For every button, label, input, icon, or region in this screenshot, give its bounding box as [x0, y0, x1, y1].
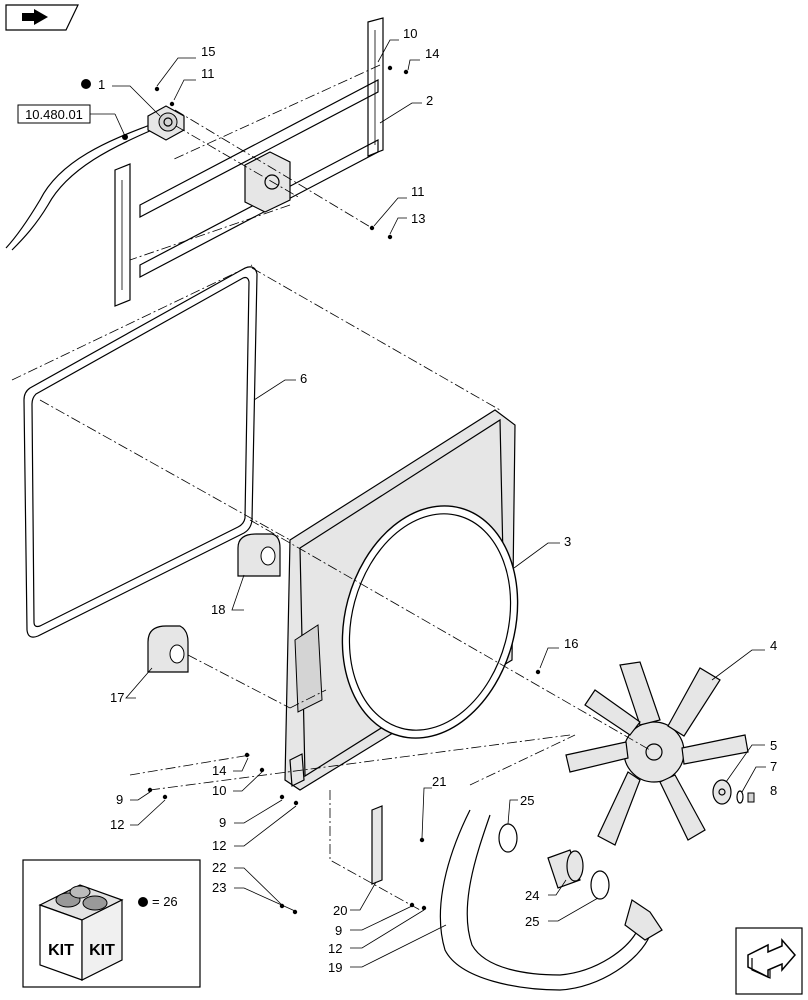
kit-box-icon: KIT KIT — [38, 884, 124, 981]
alignment-lines — [11, 64, 651, 911]
reference-box[interactable]: 10.480.01 — [17, 104, 91, 124]
part-19-hose[interactable] — [439, 809, 663, 991]
part-7-washer[interactable] — [736, 790, 744, 804]
callout-14-left: 14 — [212, 763, 226, 778]
callout-18: 18 — [211, 602, 225, 617]
callout-12-left: 12 — [110, 817, 124, 832]
callout-10-left: 10 — [212, 783, 226, 798]
next-page-arrow-icon[interactable] — [735, 927, 803, 995]
callout-25-top: 25 — [520, 793, 534, 808]
callout-21: 21 — [432, 774, 446, 789]
callout-11-mid: 11 — [411, 184, 425, 199]
callout-12-mid: 12 — [212, 838, 226, 853]
callout-10-top: 10 — [403, 26, 417, 41]
kit-label-left: KIT — [48, 942, 74, 959]
reference-label: 10.480.01 — [25, 107, 83, 122]
leader-lines — [112, 39, 766, 968]
callout-2: 2 — [426, 93, 433, 108]
kit-label-right: KIT — [89, 942, 115, 959]
part-5-spacer[interactable] — [712, 779, 732, 805]
part-24-sleeve[interactable] — [547, 849, 584, 889]
callout-19: 19 — [328, 960, 342, 975]
callout-22: 22 — [212, 860, 226, 875]
kit-marker-icon — [81, 79, 91, 89]
callout-24: 24 — [525, 888, 539, 903]
callout-20: 20 — [333, 903, 347, 918]
part-4-fan[interactable] — [565, 661, 749, 846]
callout-15: 15 — [201, 44, 215, 59]
part-25-clamp-upper[interactable] — [498, 823, 518, 853]
callout-9-mid: 9 — [219, 815, 226, 830]
callout-5: 5 — [770, 738, 777, 753]
callout-1: 1 — [98, 77, 105, 92]
callout-11-top: 11 — [201, 66, 215, 81]
part-3-fan-shroud[interactable] — [284, 409, 543, 791]
small-fasteners — [147, 65, 541, 915]
callout-16: 16 — [564, 636, 578, 651]
kit-legend: KIT KIT = 26 — [22, 859, 201, 988]
callout-25-bottom: 25 — [525, 914, 539, 929]
kit-legend-text: = 26 — [152, 894, 178, 909]
part-6-seal[interactable] — [23, 266, 258, 638]
part-20-bracket[interactable] — [371, 805, 383, 885]
part-2-bracket[interactable] — [114, 17, 384, 307]
sensor-cable — [5, 124, 153, 251]
callout-12-bottom: 12 — [328, 941, 342, 956]
callout-23: 23 — [212, 880, 226, 895]
callout-14-top: 14 — [425, 46, 439, 61]
callout-9-bottom: 9 — [335, 923, 342, 938]
callout-3: 3 — [564, 534, 571, 549]
callout-13: 13 — [411, 211, 425, 226]
callout-17: 17 — [110, 690, 124, 705]
callout-8: 8 — [770, 783, 777, 798]
callout-6: 6 — [300, 371, 307, 386]
part-17-cushion[interactable] — [147, 625, 189, 673]
callout-4: 4 — [770, 638, 777, 653]
callout-7: 7 — [770, 759, 777, 774]
callout-labels: 1 15 11 10 14 2 11 13 6 3 16 4 5 7 8 18 … — [81, 26, 777, 975]
part-1-sensor[interactable] — [147, 105, 185, 141]
kit-bullet-icon — [138, 897, 148, 907]
book-arrow-icon[interactable] — [5, 4, 79, 31]
callout-9-left: 9 — [116, 792, 123, 807]
part-18-cushion[interactable] — [237, 533, 281, 577]
part-8-bolt[interactable] — [747, 792, 755, 803]
part-25-clamp-lower[interactable] — [590, 870, 610, 900]
